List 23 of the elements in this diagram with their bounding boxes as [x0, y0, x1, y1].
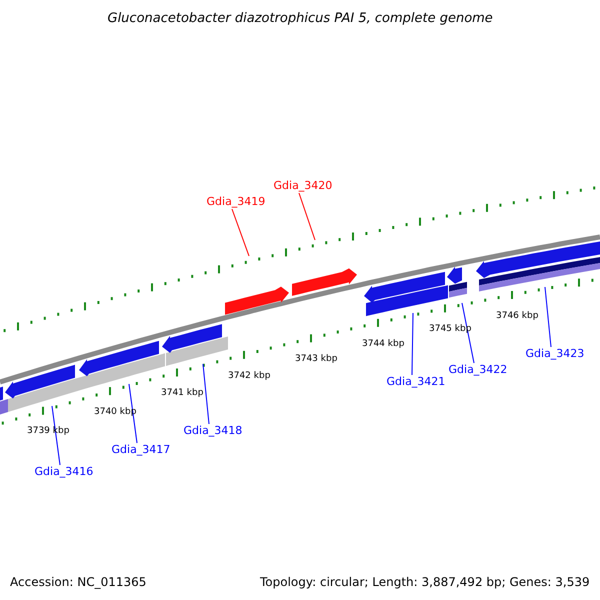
genome-summary: Topology: circular; Length: 3,887,492 bp; Genes: 3,539: [260, 575, 590, 589]
gene-label: Gdia_3421: [386, 375, 446, 388]
scale-label: 3741 kbp: [161, 388, 204, 398]
accession-note: Accession: NC_011365: [10, 575, 146, 589]
gene-label: Gdia_3416: [34, 465, 94, 478]
gene-label: Gdia_3419: [206, 195, 266, 208]
leader-line: [544, 286, 552, 348]
scale-label: 3744 kbp: [362, 338, 404, 349]
leader-line: [52, 406, 60, 466]
scale-label: 3746 kbp: [496, 311, 538, 322]
gene-label: Gdia_3417: [112, 443, 170, 456]
scale-label: 3742 kbp: [228, 370, 270, 381]
gene-label: Gdia_3422: [448, 363, 508, 376]
leader-line: [128, 384, 138, 444]
gene-label: Gdia_3423: [526, 347, 584, 360]
title: Gluconacetobacter diazotrophicus PAI 5, complete genome: [108, 10, 493, 26]
gene-label: Gdia_3420: [274, 179, 332, 192]
leader-line: [202, 364, 210, 424]
leader-line: [232, 208, 250, 256]
leader-line: [298, 192, 316, 240]
leader-line: [412, 312, 414, 376]
gene-label: Gdia_3418: [184, 424, 242, 437]
scale-label: 3743 kbp: [295, 354, 338, 364]
